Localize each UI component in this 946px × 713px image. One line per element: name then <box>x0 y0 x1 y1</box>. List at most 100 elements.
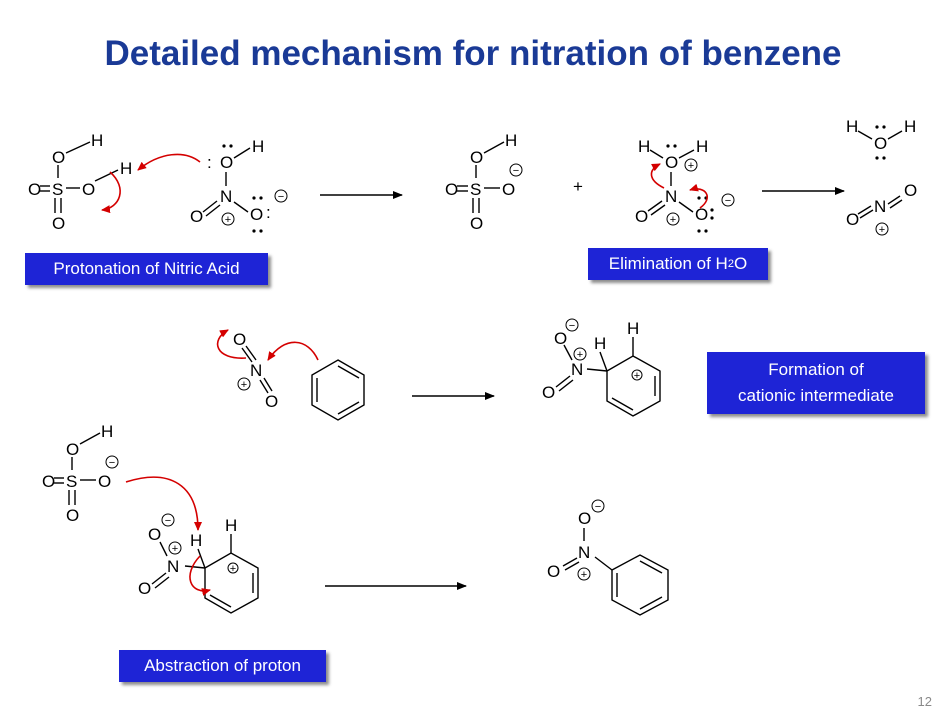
bond <box>197 548 206 569</box>
atom-o: O <box>82 180 95 199</box>
atom-h: H <box>638 137 650 156</box>
atom-o: O <box>138 579 151 598</box>
plus-charge <box>168 541 182 555</box>
atom-o: O <box>554 329 567 348</box>
bond <box>678 149 695 159</box>
plus-charge <box>577 567 591 581</box>
bond <box>887 130 903 140</box>
atom-h: H <box>120 159 132 178</box>
bond <box>639 596 663 610</box>
bisulfate-molecule: O S O − O H O <box>445 131 523 233</box>
minus-charge <box>161 513 175 527</box>
plus-charge <box>221 212 235 226</box>
curved-arrow <box>137 153 201 171</box>
bond <box>233 201 249 213</box>
bond <box>202 200 218 213</box>
plus-sign-reaction: + <box>573 177 583 196</box>
atom-o: O <box>233 330 246 349</box>
atom-n: N <box>874 197 886 216</box>
bond <box>649 149 664 159</box>
lone-pair-dot <box>222 144 226 148</box>
plus-sign: + <box>879 224 885 236</box>
atom-o: O <box>52 148 65 167</box>
atom-n: N <box>250 361 262 380</box>
atom-o: O <box>695 205 708 224</box>
atom-n: N <box>167 557 179 576</box>
bond <box>562 557 578 567</box>
bond <box>857 130 873 140</box>
atom-h: H <box>696 137 708 156</box>
plus-sign: + <box>172 543 178 555</box>
nitronium-ion-reactant: O N O + <box>233 330 278 411</box>
atom-o: O <box>250 205 263 224</box>
atom-o: O <box>846 210 859 229</box>
lone-pair-dot <box>875 125 879 129</box>
bond <box>241 347 253 363</box>
arenium-intermediate: + H H N + O − O <box>542 318 661 417</box>
lone-pair-dot <box>666 144 670 148</box>
atom-n: N <box>578 543 590 562</box>
plus-sign: + <box>230 563 236 575</box>
minus-sign: − <box>725 195 731 207</box>
minus-sign: − <box>595 501 601 513</box>
nitronium-ion: O N O + <box>846 181 917 236</box>
label-elimination-suffix: O <box>733 254 748 273</box>
bond <box>263 377 273 392</box>
minus-charge <box>105 455 119 469</box>
lone-pair-dot <box>259 196 263 200</box>
label-elimination-text: Elimination of H <box>608 254 728 273</box>
atom-o: O <box>904 181 917 200</box>
plus-sign: + <box>688 160 694 172</box>
atom-h: H <box>252 137 264 156</box>
atom-o: O <box>190 207 203 226</box>
atom-n: N <box>220 187 232 206</box>
bond <box>650 204 666 216</box>
bond <box>857 205 872 215</box>
lone-pair-dot <box>252 196 256 200</box>
atom-o: O <box>148 525 161 544</box>
curved-arrow <box>189 555 211 596</box>
atom-s: S <box>470 180 481 199</box>
plus-sign: + <box>577 349 583 361</box>
bond <box>887 195 901 205</box>
lone-pair-dot <box>704 229 708 233</box>
bond <box>94 169 119 182</box>
plus-charge <box>237 377 251 391</box>
bond <box>159 541 168 557</box>
bond <box>563 344 573 361</box>
bond <box>79 432 101 445</box>
atom-h: H <box>101 422 113 441</box>
minus-sign: − <box>109 457 115 469</box>
curved-arrow <box>125 476 202 531</box>
lone-pair-dot <box>882 156 886 160</box>
nitrobenzene-molecule: N O − O + <box>547 499 669 616</box>
curved-arrow <box>650 163 665 189</box>
curved-arrow <box>216 329 247 359</box>
minus-sign: − <box>513 165 519 177</box>
curved-arrow <box>267 341 319 361</box>
water-molecule: H O H <box>846 117 916 160</box>
bond <box>639 560 663 574</box>
lone-pair-dot <box>875 156 879 160</box>
atom-h: H <box>627 319 639 338</box>
label-abstraction: Abstraction of proton <box>119 650 326 682</box>
atom-o: O <box>28 180 41 199</box>
atom-h: H <box>91 131 103 150</box>
plus-sign: + <box>241 379 247 391</box>
page-number: 12 <box>917 694 932 709</box>
lone-pair-dot <box>697 229 701 233</box>
sulfuric-acid-molecule: O S O H O H O <box>28 131 132 233</box>
plus-sign: + <box>581 569 587 581</box>
curved-arrow <box>689 183 708 209</box>
minus-charge <box>591 499 605 513</box>
lone-pair: : <box>207 153 212 172</box>
ring-bond <box>611 554 669 616</box>
bond <box>337 365 360 379</box>
bond <box>483 141 505 154</box>
atom-o: O <box>578 509 591 528</box>
atom-o: O <box>98 472 111 491</box>
bond <box>594 556 613 571</box>
bond <box>859 209 874 219</box>
plus-charge <box>631 369 643 381</box>
